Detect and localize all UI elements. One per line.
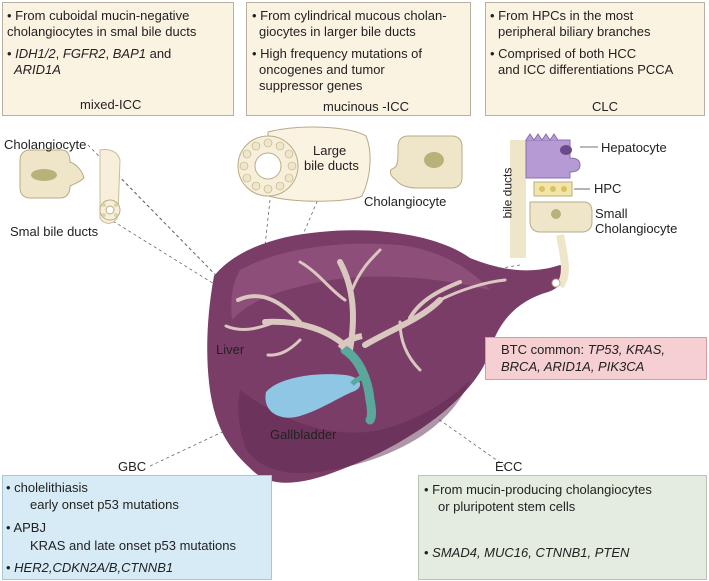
small-bile-duct-illustration (99, 149, 121, 224)
btc-genes-line-2: BRCA, ARID1A, PIK3CA (501, 359, 645, 374)
clc-bullet-2-line-1: • Comprised of both HCC (490, 46, 637, 61)
gbc-bullet-2-sub: KRAS and late onset p53 mutations (30, 538, 236, 553)
clc-bullet-1-line-1: • From HPCs in the most (490, 8, 634, 23)
ecc-bullet-2: • SMAD4, MUC16, CTNNB1, PTEN (424, 545, 629, 561)
label-small-bile-ducts: Smal bile ducts (10, 224, 99, 239)
gbc-genes: HER2,CDKN2A/B,CTNNB1 (14, 560, 174, 575)
label-liver: Liver (216, 342, 245, 357)
label-small-cholangiocyte-2: Cholangiocyte (595, 221, 678, 236)
clc-label: CLC (592, 99, 619, 114)
mixed-icc-bullet-2-line-1: • IDH1/2, FGFR2, BAP1 and (7, 46, 171, 62)
bullet-mark: • (424, 545, 433, 560)
liver-lower-shade (238, 380, 470, 474)
gbc-bullet-2: • APBJ (6, 520, 46, 535)
ecc-bullet-1-line-2: or pluripotent stem cells (438, 499, 576, 514)
gbc-label: GBC (118, 459, 147, 474)
sep: , (105, 46, 113, 61)
liver-highlight (231, 243, 491, 320)
label-cholangiocyte-middle: Cholangiocyte (364, 194, 447, 209)
clc-bullet-1-line-2: peripheral biliary branches (498, 24, 651, 39)
mixed-icc-bullet-1-line-2: cholangiocytes in smal bile ducts (7, 24, 197, 39)
bullet-mark: • (7, 46, 16, 61)
gene-idh12: IDH1/2 (15, 46, 56, 61)
gbc-bullet-1: • cholelithiasis (6, 480, 88, 495)
and-word: and (145, 46, 172, 61)
btc-prefix: BTC common: (501, 342, 588, 357)
cholangiocyte-cell-middle (389, 135, 463, 189)
mucinous-icc-bullet-1-line-1: • From cylindrical mucous cholan- (252, 8, 447, 23)
label-hepatocyte: Hepatocyte (601, 140, 667, 155)
gbc-bullet-1-sub: early onset p53 mutations (30, 497, 179, 512)
large-bile-duct-illustration (237, 126, 371, 202)
gene-bap1: BAP1 (112, 46, 146, 61)
mixed-icc-label: mixed-ICC (80, 97, 142, 112)
label-cholangiocyte-left: Cholangiocyte (4, 137, 87, 152)
gene-arid1a: ARID1A (14, 62, 61, 77)
hepatic-duct (337, 333, 363, 351)
gallbladder-shape (265, 374, 361, 418)
ecc-label: ECC (495, 459, 523, 474)
ecc-bullet-1-line-1: • From mucin-producing cholangiocytes (424, 482, 652, 497)
label-hpc: HPC (594, 181, 622, 196)
ecc-genes: SMAD4, MUC16, CTNNB1, PTEN (432, 545, 630, 560)
sep: , (55, 46, 63, 61)
mucinous-icc-box (246, 2, 471, 116)
label-large-bile-ducts-2: bile ducts (304, 158, 359, 173)
ecc-box (418, 475, 707, 580)
mucinous-icc-bullet-2-line-2: oncogenes and tumor (259, 62, 385, 77)
bullet-mark: • (6, 560, 15, 575)
gbc-bullet-3: • HER2,CDKN2A/B,CTNNB1 (6, 560, 173, 576)
label-small-cholangiocyte-1: Small (595, 206, 628, 221)
gene-fgfr2: FGFR2 (62, 46, 106, 61)
clc-box (485, 2, 705, 116)
label-large-bile-ducts-1: Large (313, 143, 347, 158)
cystic-duct (350, 375, 368, 386)
mucinous-icc-bullet-2-line-3: suppressor genes (259, 78, 363, 93)
mucinous-icc-bullet-1-line-2: giocytes in larger bile ducts (259, 24, 416, 39)
clc-illustration (510, 133, 598, 289)
gbc-box (2, 475, 272, 580)
mucinous-icc-bullet-2-line-1: • High frequency mutations of (252, 46, 423, 61)
mixed-icc-box (2, 2, 234, 116)
label-bile-ducts-vertical: bile ducts (500, 167, 515, 219)
common-bile-duct (340, 345, 376, 425)
mucinous-icc-label: mucinous -ICC (323, 99, 409, 114)
mixed-icc-bullet-1-line-1: • From cuboidal mucin-negative (7, 8, 190, 23)
liver-shape (207, 230, 567, 483)
btc-common-box (485, 337, 707, 380)
cholangiocyte-cell-left (19, 149, 85, 199)
clc-bullet-2-line-2: and ICC differentiations PCCA (498, 62, 674, 77)
btc-genes-line-1: TP53, KRAS, (587, 342, 665, 357)
label-gallbladder: Gallbladder (270, 427, 337, 442)
btc-line-1: BTC common: TP53, KRAS, (501, 342, 665, 358)
